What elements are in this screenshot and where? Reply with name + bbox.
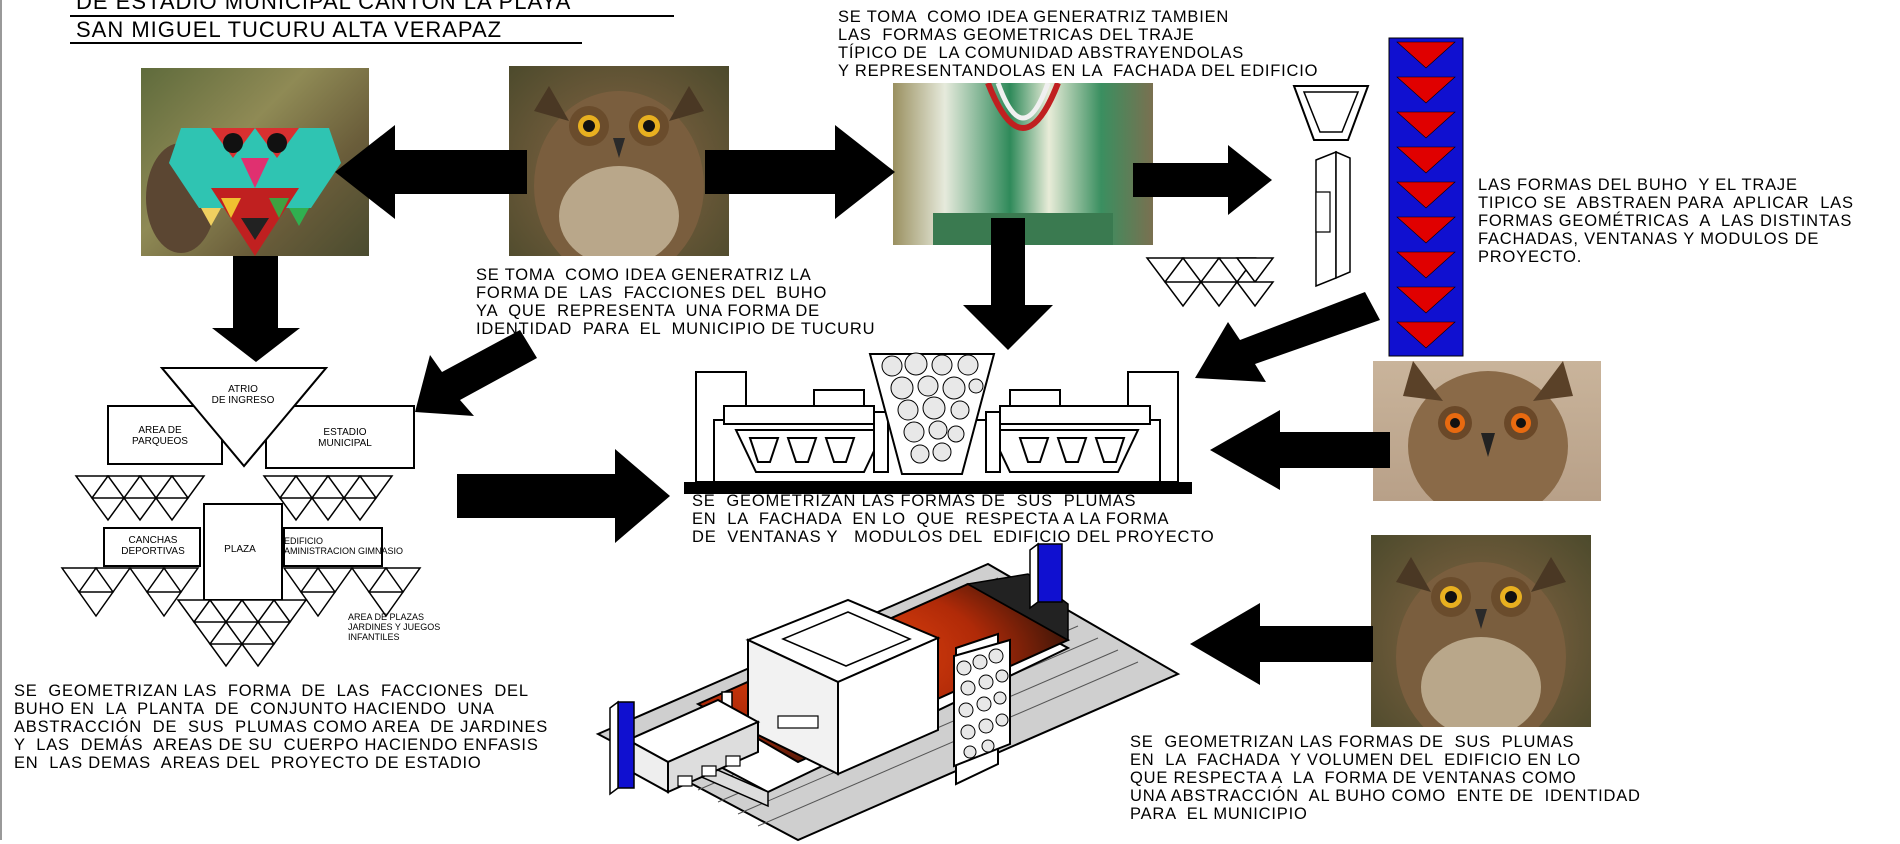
- facade-elevation: [684, 352, 1192, 494]
- note-volumen-line-5: PARA EL MUNICIPIO: [1130, 805, 1308, 823]
- arrow-owl-to-plan: [415, 330, 537, 416]
- note-planta-line-2: BUHO EN LA PLANTA DE CONJUNTO HACIENDO U…: [14, 700, 495, 718]
- title-underline-2: [70, 42, 582, 44]
- arrow-plan-to-fachada: [457, 449, 670, 543]
- arrow-traje-down: [963, 218, 1053, 350]
- note-traje: SE TOMA COMO IDEA GENERATRIZ TAMBIEN LAS…: [838, 8, 1318, 80]
- owl-photo: [509, 66, 729, 256]
- note-fachada-line-1: SE GEOMETRIZAN LAS FORMAS DE SUS PLUMAS: [692, 492, 1137, 510]
- note-formas-line-4: FACHADAS, VENTANAS Y MODULOS DE: [1478, 230, 1820, 248]
- label-plazas: AREA DE PLAZAS JARDINES Y JUEGOS INFANTI…: [348, 612, 441, 642]
- arrow-to-sketch: [1133, 145, 1272, 215]
- geometric-window-sketch: [1292, 85, 1370, 288]
- note-buho-line-1: SE TOMA COMO IDEA GENERATRIZ LA: [476, 266, 812, 284]
- atrio-triangle-front: [159, 367, 329, 468]
- edificio-area: [283, 527, 383, 567]
- label-estadio: ESTADIO MUNICIPAL: [318, 427, 372, 449]
- note-formas-line-5: PROYECTO.: [1478, 248, 1583, 266]
- note-formas-line-2: TIPICO SE ABSTRAEN PARA APLICAR LAS: [1478, 194, 1854, 212]
- arrow-to-mask: [335, 125, 527, 219]
- plaza-area: [203, 503, 283, 601]
- canchas-area: [103, 527, 201, 567]
- arrow-to-traje: [705, 125, 895, 219]
- triangle-pattern-sketch: [1145, 257, 1275, 308]
- note-fachada-line-2: EN LA FACHADA EN LO QUE RESPECTA A LA FO…: [692, 510, 1170, 528]
- note-fachada: SE GEOMETRIZAN LAS FORMAS DE SUS PLUMAS …: [692, 492, 1214, 546]
- note-planta-line-3: ABSTRACCIÓN DE SUS PLUMAS COMO AREA DE J…: [14, 718, 549, 736]
- arrow-owl-to-isometric: [1190, 603, 1373, 685]
- note-planta: SE GEOMETRIZAN LAS FORMA DE LAS FACCIONE…: [14, 682, 548, 772]
- note-volumen-line-1: SE GEOMETRIZAN LAS FORMAS DE SUS PLUMAS: [1130, 733, 1575, 751]
- note-buho-line-2: FORMA DE LAS FACCIONES DEL BUHO: [476, 284, 828, 302]
- note-traje-line-3: TÍPICO DE LA COMUNIDAD ABSTRAYENDOLAS: [838, 44, 1245, 62]
- note-volumen-line-4: UNA ABSTRACCIÓN AL BUHO COMO ENTE DE IDE…: [1130, 787, 1641, 805]
- arrow-eagle-owl: [1210, 410, 1390, 490]
- label-edificio: EDIFICIO AMINISTRACION GIMNASIO: [284, 536, 404, 556]
- arrow-strip-to-fachada: [1195, 292, 1380, 382]
- note-formas-line-3: FORMAS GEOMÉTRICAS A LAS DISTINTAS: [1478, 212, 1853, 230]
- note-planta-line-1: SE GEOMETRIZAN LAS FORMA DE LAS FACCIONE…: [14, 682, 529, 700]
- note-fachada-line-3: DE VENTANAS Y MODULOS DEL EDIFICIO DEL P…: [692, 528, 1215, 546]
- note-traje-line-1: SE TOMA COMO IDEA GENERATRIZ TAMBIEN: [838, 8, 1230, 26]
- note-traje-line-2: LAS FORMAS GEOMETRICAS DEL TRAJE: [838, 26, 1195, 44]
- note-planta-line-4: Y LAS DEMÁS AREAS DE SU CUERPO HACIENDO …: [14, 736, 539, 754]
- note-volumen-line-2: EN LA FACHADA Y VOLUMEN DEL EDIFICIO EN …: [1130, 751, 1581, 769]
- title-line-1: DE ESTADIO MUNICIPAL CANTON LA PLAYA: [76, 0, 572, 14]
- note-buho-line-4: IDENTIDAD PARA EL MUNICIPIO DE TUCURU: [476, 320, 876, 338]
- site-plan-diagram: [60, 367, 422, 668]
- blue-red-triangle-strip: [1388, 37, 1464, 357]
- note-formas: LAS FORMAS DEL BUHO Y EL TRAJE TIPICO SE…: [1478, 176, 1854, 266]
- owl-mask-image: [141, 68, 369, 256]
- estadio-area: [265, 405, 415, 469]
- note-buho-line-3: YA QUE REPRESENTA UNA FORMA DE: [476, 302, 820, 320]
- isometric-building: [595, 542, 1181, 842]
- title-line-2: SAN MIGUEL TUCURU ALTA VERAPAZ: [76, 17, 503, 42]
- note-volumen: SE GEOMETRIZAN LAS FORMAS DE SUS PLUMAS …: [1130, 733, 1641, 823]
- label-plaza: PLAZA: [224, 544, 256, 555]
- eagle-owl-photo: [1373, 361, 1601, 501]
- label-atrio: ATRIO DE INGRESO: [211, 384, 275, 406]
- title-underline-1: [70, 15, 674, 17]
- label-canchas: CANCHAS DEPORTIVAS: [121, 535, 185, 557]
- note-volumen-line-3: QUE RESPECTA A LA FORMA DE VENTANAS COMO: [1130, 769, 1577, 787]
- arrow-mask-down: [212, 256, 300, 362]
- note-planta-line-5: EN LAS DEMAS AREAS DEL PROYECTO DE ESTAD…: [14, 754, 482, 772]
- note-formas-line-1: LAS FORMAS DEL BUHO Y EL TRAJE: [1478, 176, 1798, 194]
- label-parqueos: AREA DE PARQUEOS: [132, 425, 188, 447]
- owl-photo-2: [1371, 535, 1591, 727]
- note-buho: SE TOMA COMO IDEA GENERATRIZ LA FORMA DE…: [476, 266, 875, 338]
- note-traje-line-4: Y REPRESENTANDOLAS EN LA FACHADA DEL EDI…: [838, 62, 1319, 80]
